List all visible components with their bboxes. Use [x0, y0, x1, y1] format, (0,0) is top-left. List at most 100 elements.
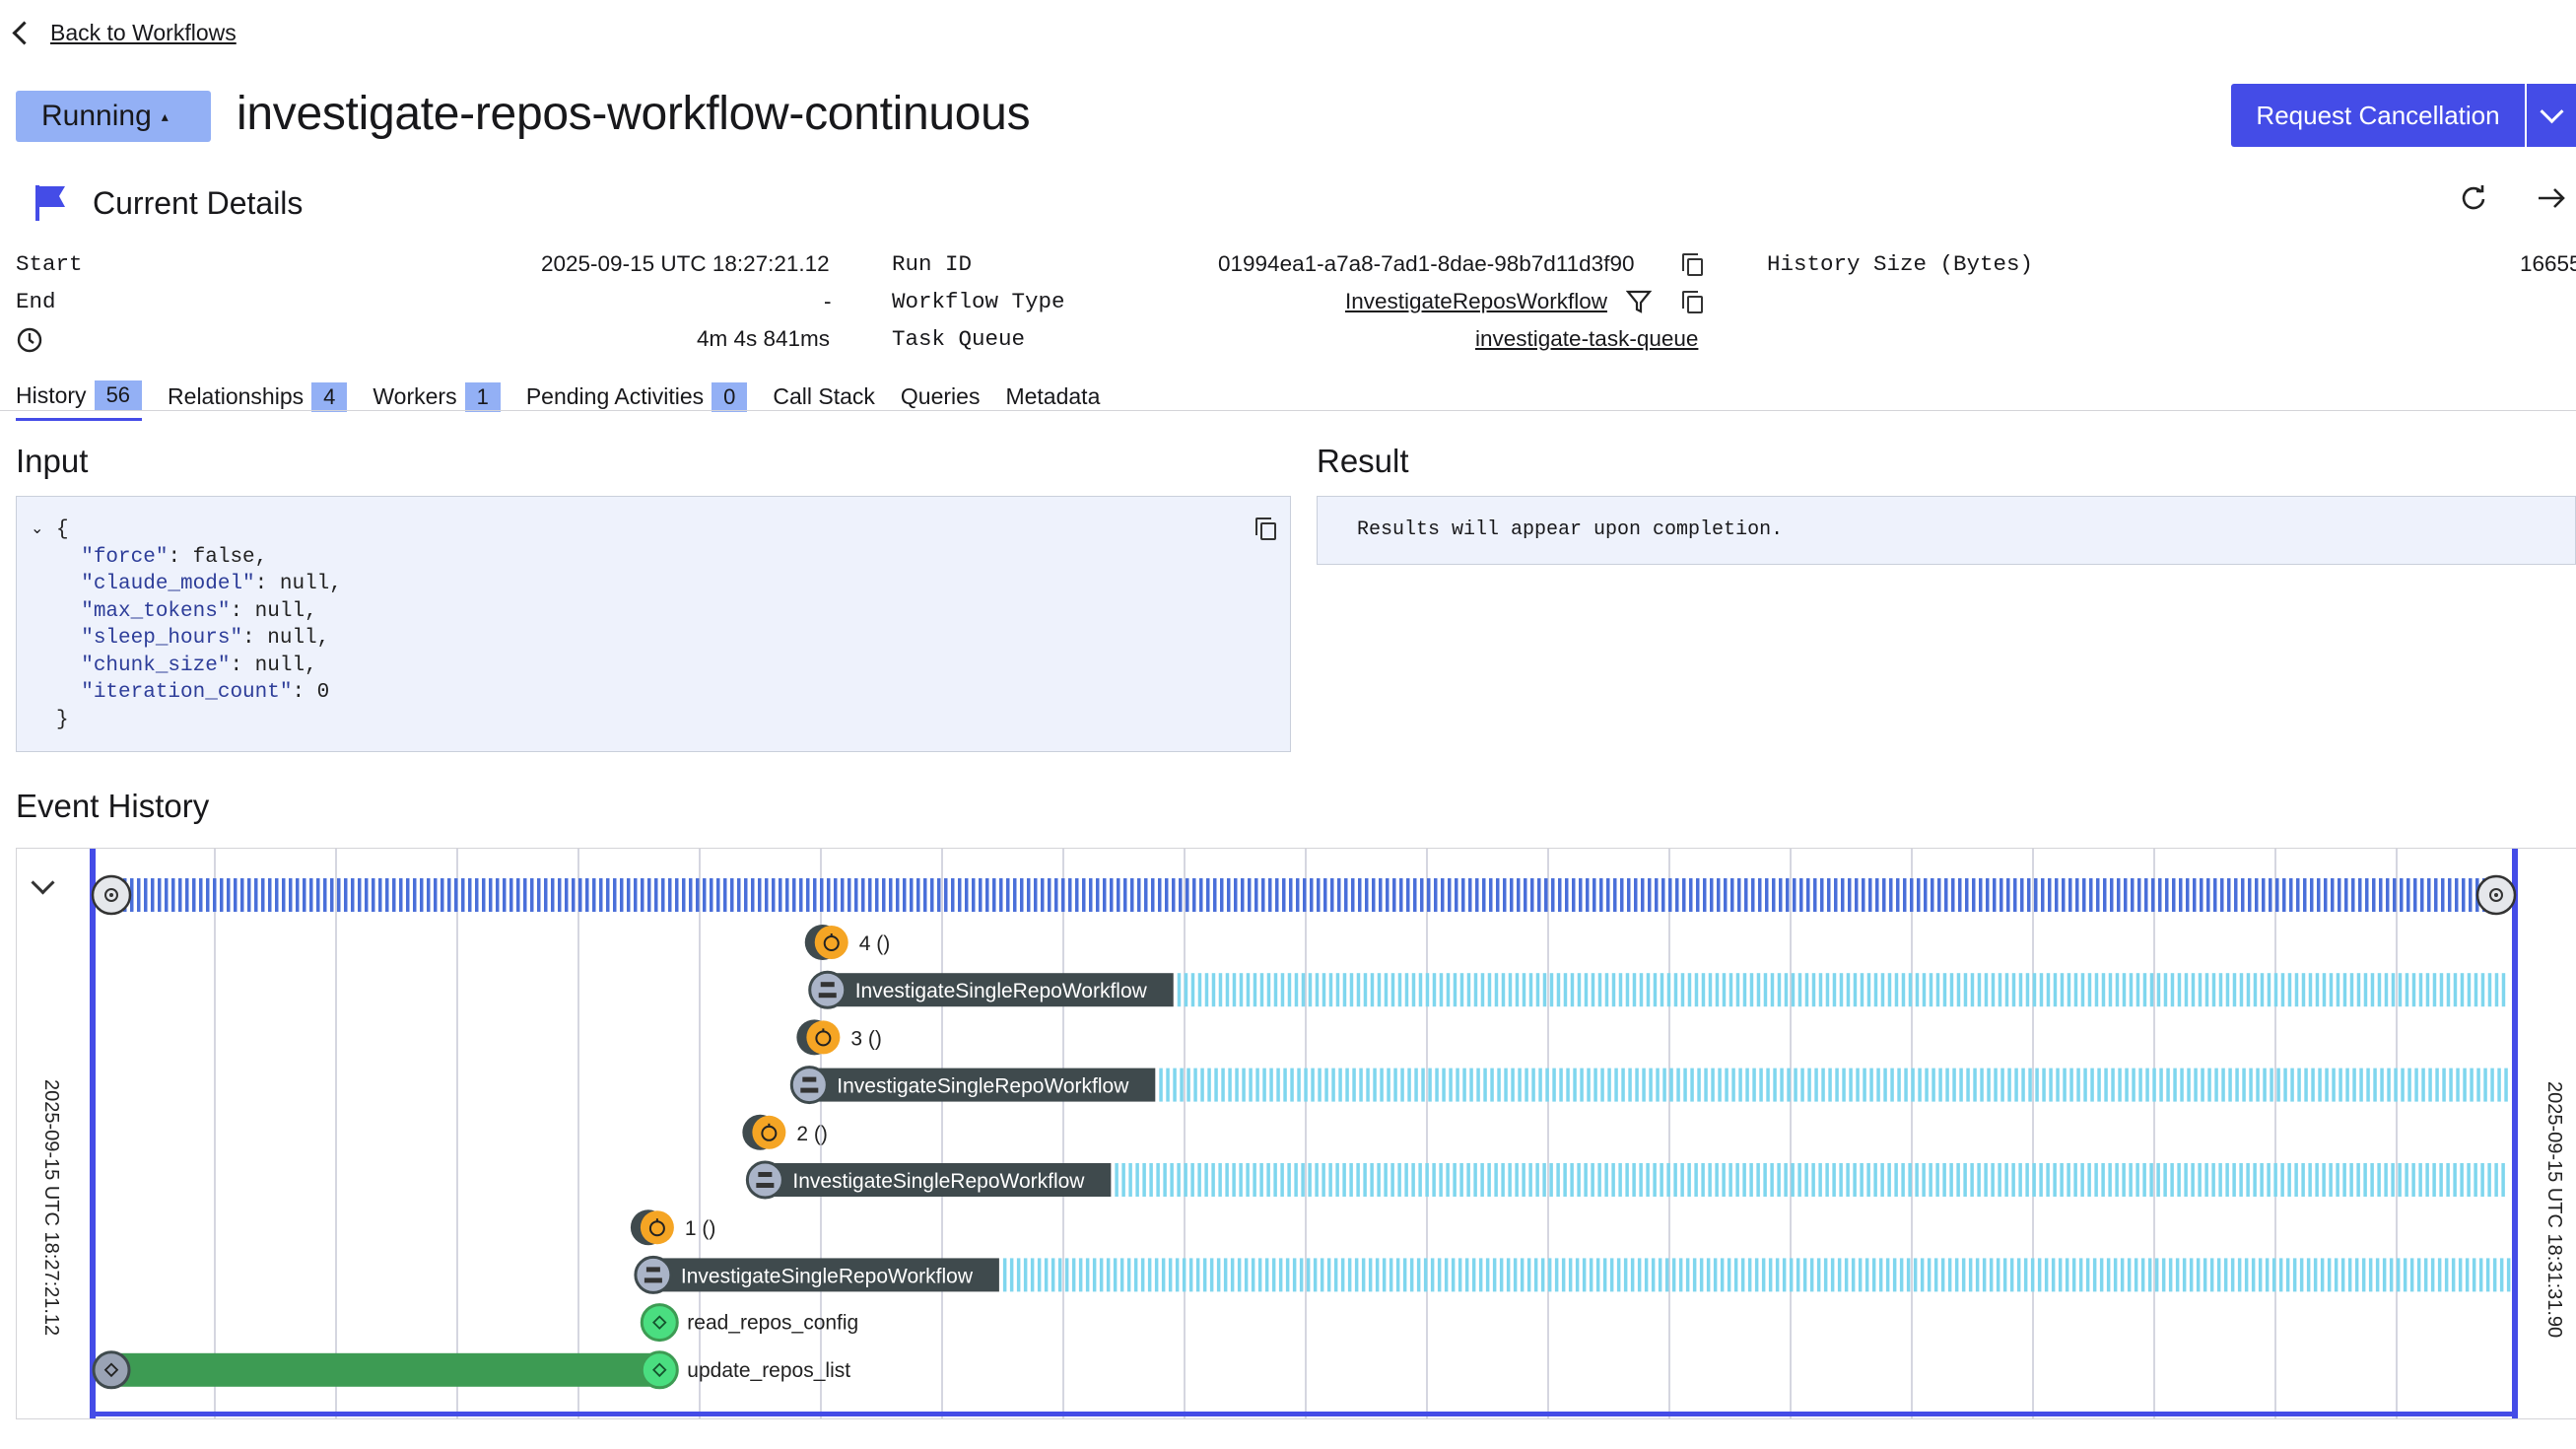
- cancellation-options-button[interactable]: [2527, 84, 2576, 147]
- status-badge[interactable]: Running ▴: [16, 91, 211, 142]
- child-workflow-bar[interactable]: [809, 1068, 1156, 1102]
- child-pending-segment: [2244, 1258, 2249, 1292]
- child-pending-segment: [1922, 1163, 1926, 1197]
- timer-node[interactable]: [806, 1020, 841, 1055]
- workflow-bar-segment: [1110, 878, 1114, 912]
- workflow-bar-segment: [151, 878, 155, 912]
- activity-bar[interactable]: [111, 1352, 660, 1387]
- child-pending-segment: [1906, 1258, 1911, 1292]
- child-pending-segment: [1535, 1163, 1539, 1197]
- request-cancellation-button[interactable]: Request Cancellation: [2231, 84, 2525, 147]
- child-pending-segment: [1591, 1163, 1594, 1197]
- workflow-bar-segment: [799, 878, 803, 912]
- refresh-icon[interactable]: [2460, 183, 2487, 220]
- workflow-bar-segment: [1082, 878, 1086, 912]
- child-pending-segment: [2329, 973, 2334, 1007]
- child-pending-segment: [1497, 1068, 1501, 1102]
- child-workflow-bar[interactable]: [827, 973, 1174, 1007]
- child-pending-segment: [1349, 1163, 1353, 1197]
- workflow-bar-segment: [2048, 878, 2052, 912]
- child-pending-segment: [2294, 1163, 2298, 1197]
- workflow-bar-segment: [2075, 878, 2079, 912]
- child-pending-segment: [2156, 1163, 2160, 1197]
- workflow-type-link[interactable]: InvestigateReposWorkflow: [1345, 289, 1607, 313]
- activity-node[interactable]: [640, 1350, 679, 1390]
- child-pending-segment: [1370, 1163, 1374, 1197]
- workflow-bar-segment: [1061, 878, 1065, 912]
- child-pending-segment: [1356, 1163, 1360, 1197]
- child-pending-segment: [1584, 1163, 1588, 1197]
- timer-label: 3 (): [850, 1027, 882, 1050]
- child-pending-segment: [2135, 1163, 2139, 1197]
- child-pending-segment: [1506, 1258, 1511, 1292]
- child-pending-segment: [2175, 1258, 2180, 1292]
- collapse-chevron-icon[interactable]: ⌄: [31, 520, 44, 537]
- child-pending-segment: [2389, 1258, 2394, 1292]
- child-pending-segment: [1490, 1068, 1494, 1102]
- child-pending-segment: [2292, 1258, 2297, 1292]
- child-workflow-bar[interactable]: [765, 1163, 1112, 1197]
- child-pending-segment: [1623, 1258, 1628, 1292]
- tab-history[interactable]: History 56: [16, 380, 143, 421]
- timer-node[interactable]: [752, 1115, 786, 1149]
- child-pending-segment: [2285, 1258, 2290, 1292]
- child-pending-segment: [1807, 1068, 1811, 1102]
- filter-icon[interactable]: [1625, 289, 1653, 319]
- workflow-bar-segment: [2275, 878, 2279, 912]
- activity-start-node[interactable]: [92, 1350, 131, 1390]
- workflow-bar-segment: [1862, 878, 1865, 912]
- task-queue-link[interactable]: investigate-task-queue: [1475, 326, 1699, 351]
- child-pending-segment: [2198, 1163, 2202, 1197]
- workflow-bar-segment: [1034, 878, 1038, 912]
- child-pending-segment: [1225, 973, 1230, 1007]
- child-pending-segment: [2391, 1163, 2395, 1197]
- child-pending-segment: [1428, 1068, 1432, 1102]
- child-workflow-node[interactable]: [745, 1160, 784, 1200]
- child-workflow-bar[interactable]: [652, 1258, 999, 1292]
- arrow-right-icon[interactable]: [2537, 181, 2566, 220]
- child-pending-segment: [2340, 1258, 2345, 1292]
- tab-pending-activities[interactable]: Pending Activities 0: [526, 381, 748, 420]
- child-workflow-label: InvestigateSingleRepoWorkflow: [681, 1265, 974, 1287]
- child-pending-segment: [2138, 1068, 2142, 1102]
- child-workflow-node[interactable]: [789, 1066, 829, 1105]
- child-pending-segment: [1954, 1258, 1959, 1292]
- tab-workers[interactable]: Workers 1: [373, 381, 501, 420]
- timer-node[interactable]: [814, 926, 848, 959]
- child-pending-segment: [2467, 1163, 2471, 1197]
- child-pending-segment: [1651, 1258, 1656, 1292]
- child-pending-segment: [1980, 1068, 1984, 1102]
- child-pending-segment: [1494, 973, 1499, 1007]
- child-pending-segment: [1266, 1163, 1270, 1197]
- child-pending-segment: [2122, 973, 2127, 1007]
- workflow-bar-segment: [2137, 878, 2141, 912]
- child-workflow-node[interactable]: [634, 1255, 673, 1294]
- child-pending-segment: [1660, 973, 1664, 1007]
- tab-relationships[interactable]: Relationships 4: [168, 381, 348, 420]
- workflow-bar-segment: [2269, 878, 2272, 912]
- workflow-bar-segment: [2131, 878, 2135, 912]
- child-workflow-node[interactable]: [808, 970, 847, 1009]
- workflow-bar-segment: [2358, 878, 2362, 912]
- back-label: Back to Workflows: [50, 20, 237, 45]
- child-pending-segment: [2060, 1163, 2064, 1197]
- child-pending-segment: [2301, 1163, 2305, 1197]
- copy-workflow-type-icon[interactable]: [1681, 290, 1703, 313]
- workflow-bar-segment: [1151, 878, 1155, 912]
- timer-node[interactable]: [640, 1210, 674, 1245]
- workflow-bar-segment: [675, 878, 679, 912]
- tab-metadata[interactable]: Metadata: [1005, 383, 1100, 418]
- child-pending-segment: [1632, 973, 1637, 1007]
- child-pending-segment: [1511, 1068, 1515, 1102]
- workflow-bar-segment: [2407, 878, 2410, 912]
- status-label: Running: [41, 100, 152, 132]
- child-pending-segment: [1727, 1258, 1731, 1292]
- activity-node[interactable]: [640, 1303, 679, 1343]
- back-to-workflows-link[interactable]: Back to Workflows: [12, 20, 237, 46]
- tab-queries[interactable]: Queries: [901, 383, 981, 418]
- tab-call-stack[interactable]: Call Stack: [773, 383, 875, 418]
- copy-run-id-icon[interactable]: [1681, 252, 1703, 276]
- child-pending-segment: [1331, 1068, 1335, 1102]
- child-pending-segment: [1549, 973, 1554, 1007]
- copy-input-icon[interactable]: [1254, 517, 1276, 540]
